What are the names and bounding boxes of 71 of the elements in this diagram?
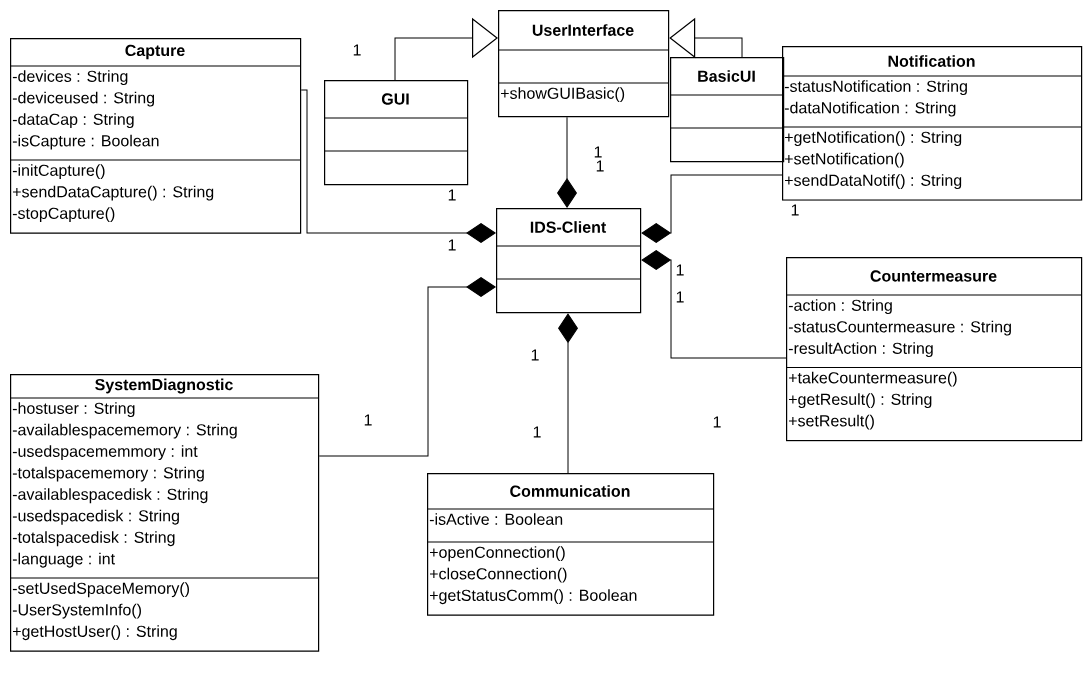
attribute-text: -hostuser : String — [12, 402, 135, 418]
attribute-text: -dataCap : String — [12, 113, 134, 129]
composition-line — [641, 174, 783, 243]
class-box — [9, 38, 302, 234]
multiplicity-label: 1 — [594, 146, 602, 158]
class-name: Countermeasure — [870, 270, 997, 282]
attribute-text: -totalspacememory : String — [12, 466, 204, 482]
class-name: Capture — [125, 44, 185, 60]
multiplicity-label: 1 — [533, 426, 541, 438]
multiplicity-label: 1 — [713, 416, 721, 428]
class-name: IDS-Client — [530, 221, 607, 233]
composition-line — [300, 89, 496, 243]
method-text: -initCapture() — [12, 164, 105, 180]
class-name: SystemDiagnostic — [95, 378, 233, 394]
attribute-text: -statusCountermeasure : String — [788, 320, 1011, 336]
method-text: +getResult() : String — [789, 393, 932, 409]
method-text: +setResult() — [789, 414, 874, 430]
multiplicity-label: 1 — [596, 160, 604, 172]
attribute-text: -resultAction : String — [788, 342, 933, 358]
method-text: +sendDataNotif() : String — [785, 174, 962, 190]
class-name: Communication — [510, 485, 630, 497]
class-box — [323, 80, 469, 186]
class-name: UserInterface — [532, 24, 634, 36]
attribute-text: -dataNotification : String — [784, 101, 956, 117]
multiplicity-label: 1 — [676, 264, 684, 276]
class-name: BasicUI — [698, 70, 755, 82]
attribute-text: -devices : String — [12, 70, 128, 86]
attribute-text: -availablespacedisk : String — [12, 488, 208, 504]
attribute-text: -deviceused : String — [12, 91, 155, 107]
multiplicity-label: 1 — [676, 291, 684, 303]
multiplicity-label: 1 — [448, 189, 456, 201]
attribute-text: -availablespacememory : String — [12, 423, 237, 439]
attribute-text: -language : int — [12, 552, 115, 568]
class-box — [785, 257, 1083, 442]
method-text: +getNotification() : String — [785, 131, 962, 147]
method-text: +openConnection() — [430, 546, 565, 562]
method-text: +setNotification() — [785, 152, 904, 168]
class-name: GUI — [381, 93, 409, 105]
composition-line — [641, 250, 787, 359]
class-box — [426, 473, 715, 616]
multiplicity-label: 1 — [364, 414, 372, 426]
multiplicity-label: 1 — [791, 204, 799, 216]
multiplicity-label: 1 — [353, 44, 361, 56]
attribute-text: -statusNotification : String — [784, 80, 967, 96]
method-text: +takeCountermeasure() — [789, 371, 957, 387]
composition-line — [558, 313, 578, 474]
method-text: +showGUIBasic() — [501, 87, 625, 103]
class-box — [669, 57, 785, 163]
method-text: +getHostUser() : String — [13, 625, 177, 641]
generalization-arrow — [394, 17, 498, 81]
attribute-text: -isCapture : Boolean — [12, 134, 159, 150]
class-name: Notification — [888, 55, 975, 67]
method-text: -setUsedSpaceMemory() — [12, 582, 189, 598]
attribute-text: -usedspacedisk : String — [12, 509, 179, 525]
class-box — [495, 208, 642, 314]
attribute-text: -action : String — [788, 299, 892, 315]
class-box — [497, 10, 670, 118]
method-text: +sendDataCapture() : String — [13, 185, 214, 201]
class-box — [9, 374, 320, 652]
method-text: +closeConnection() — [430, 567, 567, 583]
method-text: -UserSystemInfo() — [12, 603, 141, 619]
multiplicity-label: 1 — [448, 239, 456, 251]
composition-line — [318, 277, 496, 457]
method-text: +getStatusComm() : Boolean — [430, 589, 637, 605]
multiplicity-label: 1 — [531, 349, 539, 361]
class-box — [781, 46, 1083, 201]
attribute-text: -totalspacedisk : String — [12, 531, 175, 547]
composition-line — [557, 116, 577, 208]
method-text: -stopCapture() — [12, 207, 115, 223]
attribute-text: -usedspacememmory : int — [12, 445, 198, 461]
attribute-text: -isActive : Boolean — [429, 513, 563, 525]
